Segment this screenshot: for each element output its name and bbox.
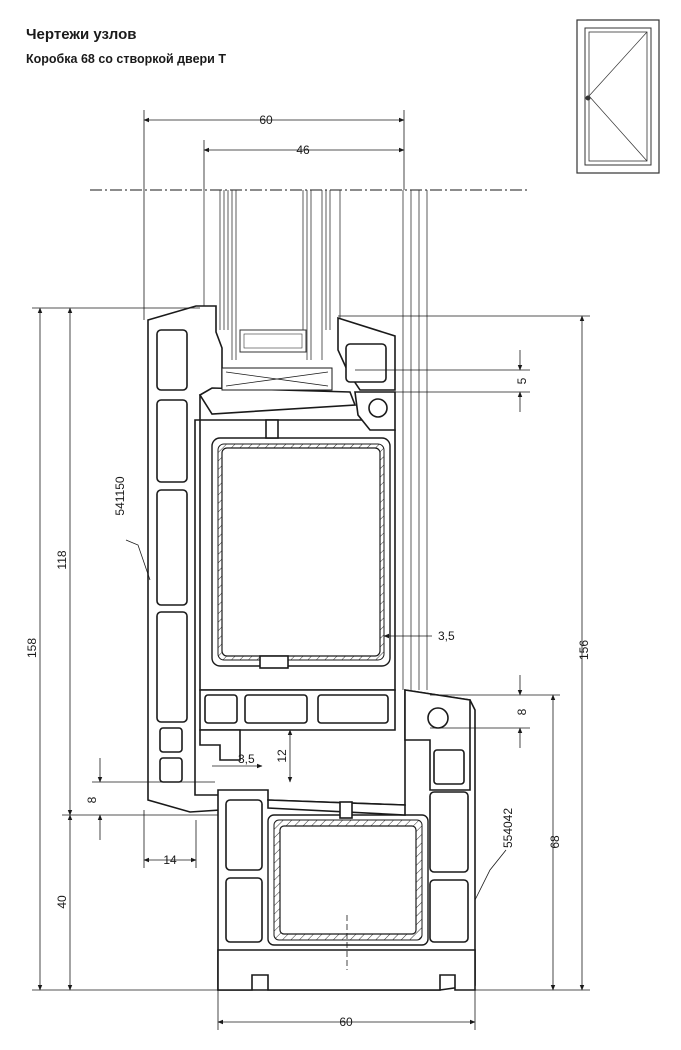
dim-top-width: 60 — [259, 113, 273, 127]
page-subtitle: Коробка 68 со створкой двери Т — [26, 52, 226, 66]
dim-left-offset: 14 — [163, 853, 177, 867]
dim-gap-left: 8 — [85, 796, 99, 803]
dim-overall-height-right: 156 — [577, 640, 591, 660]
dim-frame-height-right: 68 — [548, 835, 562, 849]
dimension-lines — [32, 110, 590, 1030]
frame-profile-code: 554042 — [501, 808, 515, 848]
dim-bottom-width: 60 — [339, 1015, 353, 1029]
frame-profile — [217, 689, 476, 991]
sash-profile — [147, 305, 396, 813]
dim-sash-height: 118 — [55, 550, 69, 569]
page-title: Чертежи узлов — [26, 26, 137, 43]
dim-overall-height-left: 158 — [25, 638, 39, 658]
dim-frame-height: 40 — [55, 895, 69, 909]
dim-gap-right: 8 — [515, 708, 529, 715]
door-thumbnail-icon — [576, 19, 660, 174]
dim-clearance-upper: 3,5 — [438, 629, 455, 643]
dim-clearance-lower: 3,5 — [238, 752, 255, 766]
dim-overlap: 12 — [275, 749, 289, 763]
dim-gap-top: 5 — [515, 377, 529, 384]
dim-glazing-width: 46 — [296, 143, 310, 157]
sash-profile-code: 541150 — [113, 476, 127, 515]
glazing-unit — [203, 190, 428, 690]
